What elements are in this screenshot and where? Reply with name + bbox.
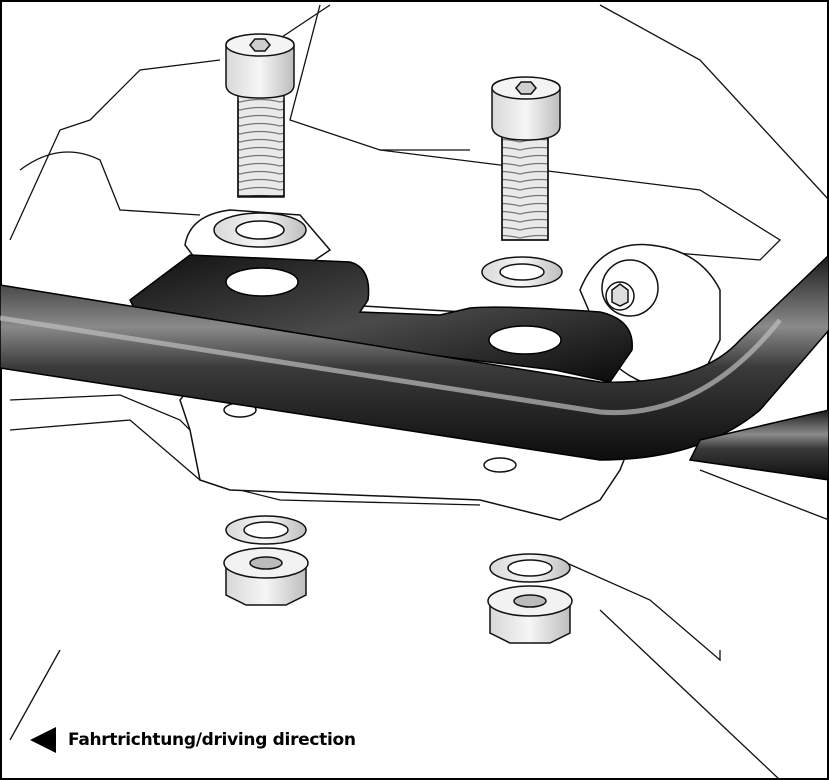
lock-nut-right [487, 585, 573, 644]
driving-direction-caption: Fahrtrichtung/driving direction [30, 727, 356, 753]
socket-head-bolt-left [225, 33, 295, 198]
upper-washer-right [481, 256, 563, 288]
driving-direction-label: Fahrtrichtung/driving direction [68, 730, 356, 750]
socket-head-bolt-right [491, 76, 561, 241]
adapter-plate [129, 254, 633, 383]
left-arrow-icon [30, 727, 56, 753]
upper-washer-left [213, 212, 307, 248]
lower-washer-left [225, 515, 307, 545]
lower-washer-right [489, 553, 571, 583]
protection-bar [0, 253, 829, 481]
lock-nut-left [223, 547, 309, 606]
